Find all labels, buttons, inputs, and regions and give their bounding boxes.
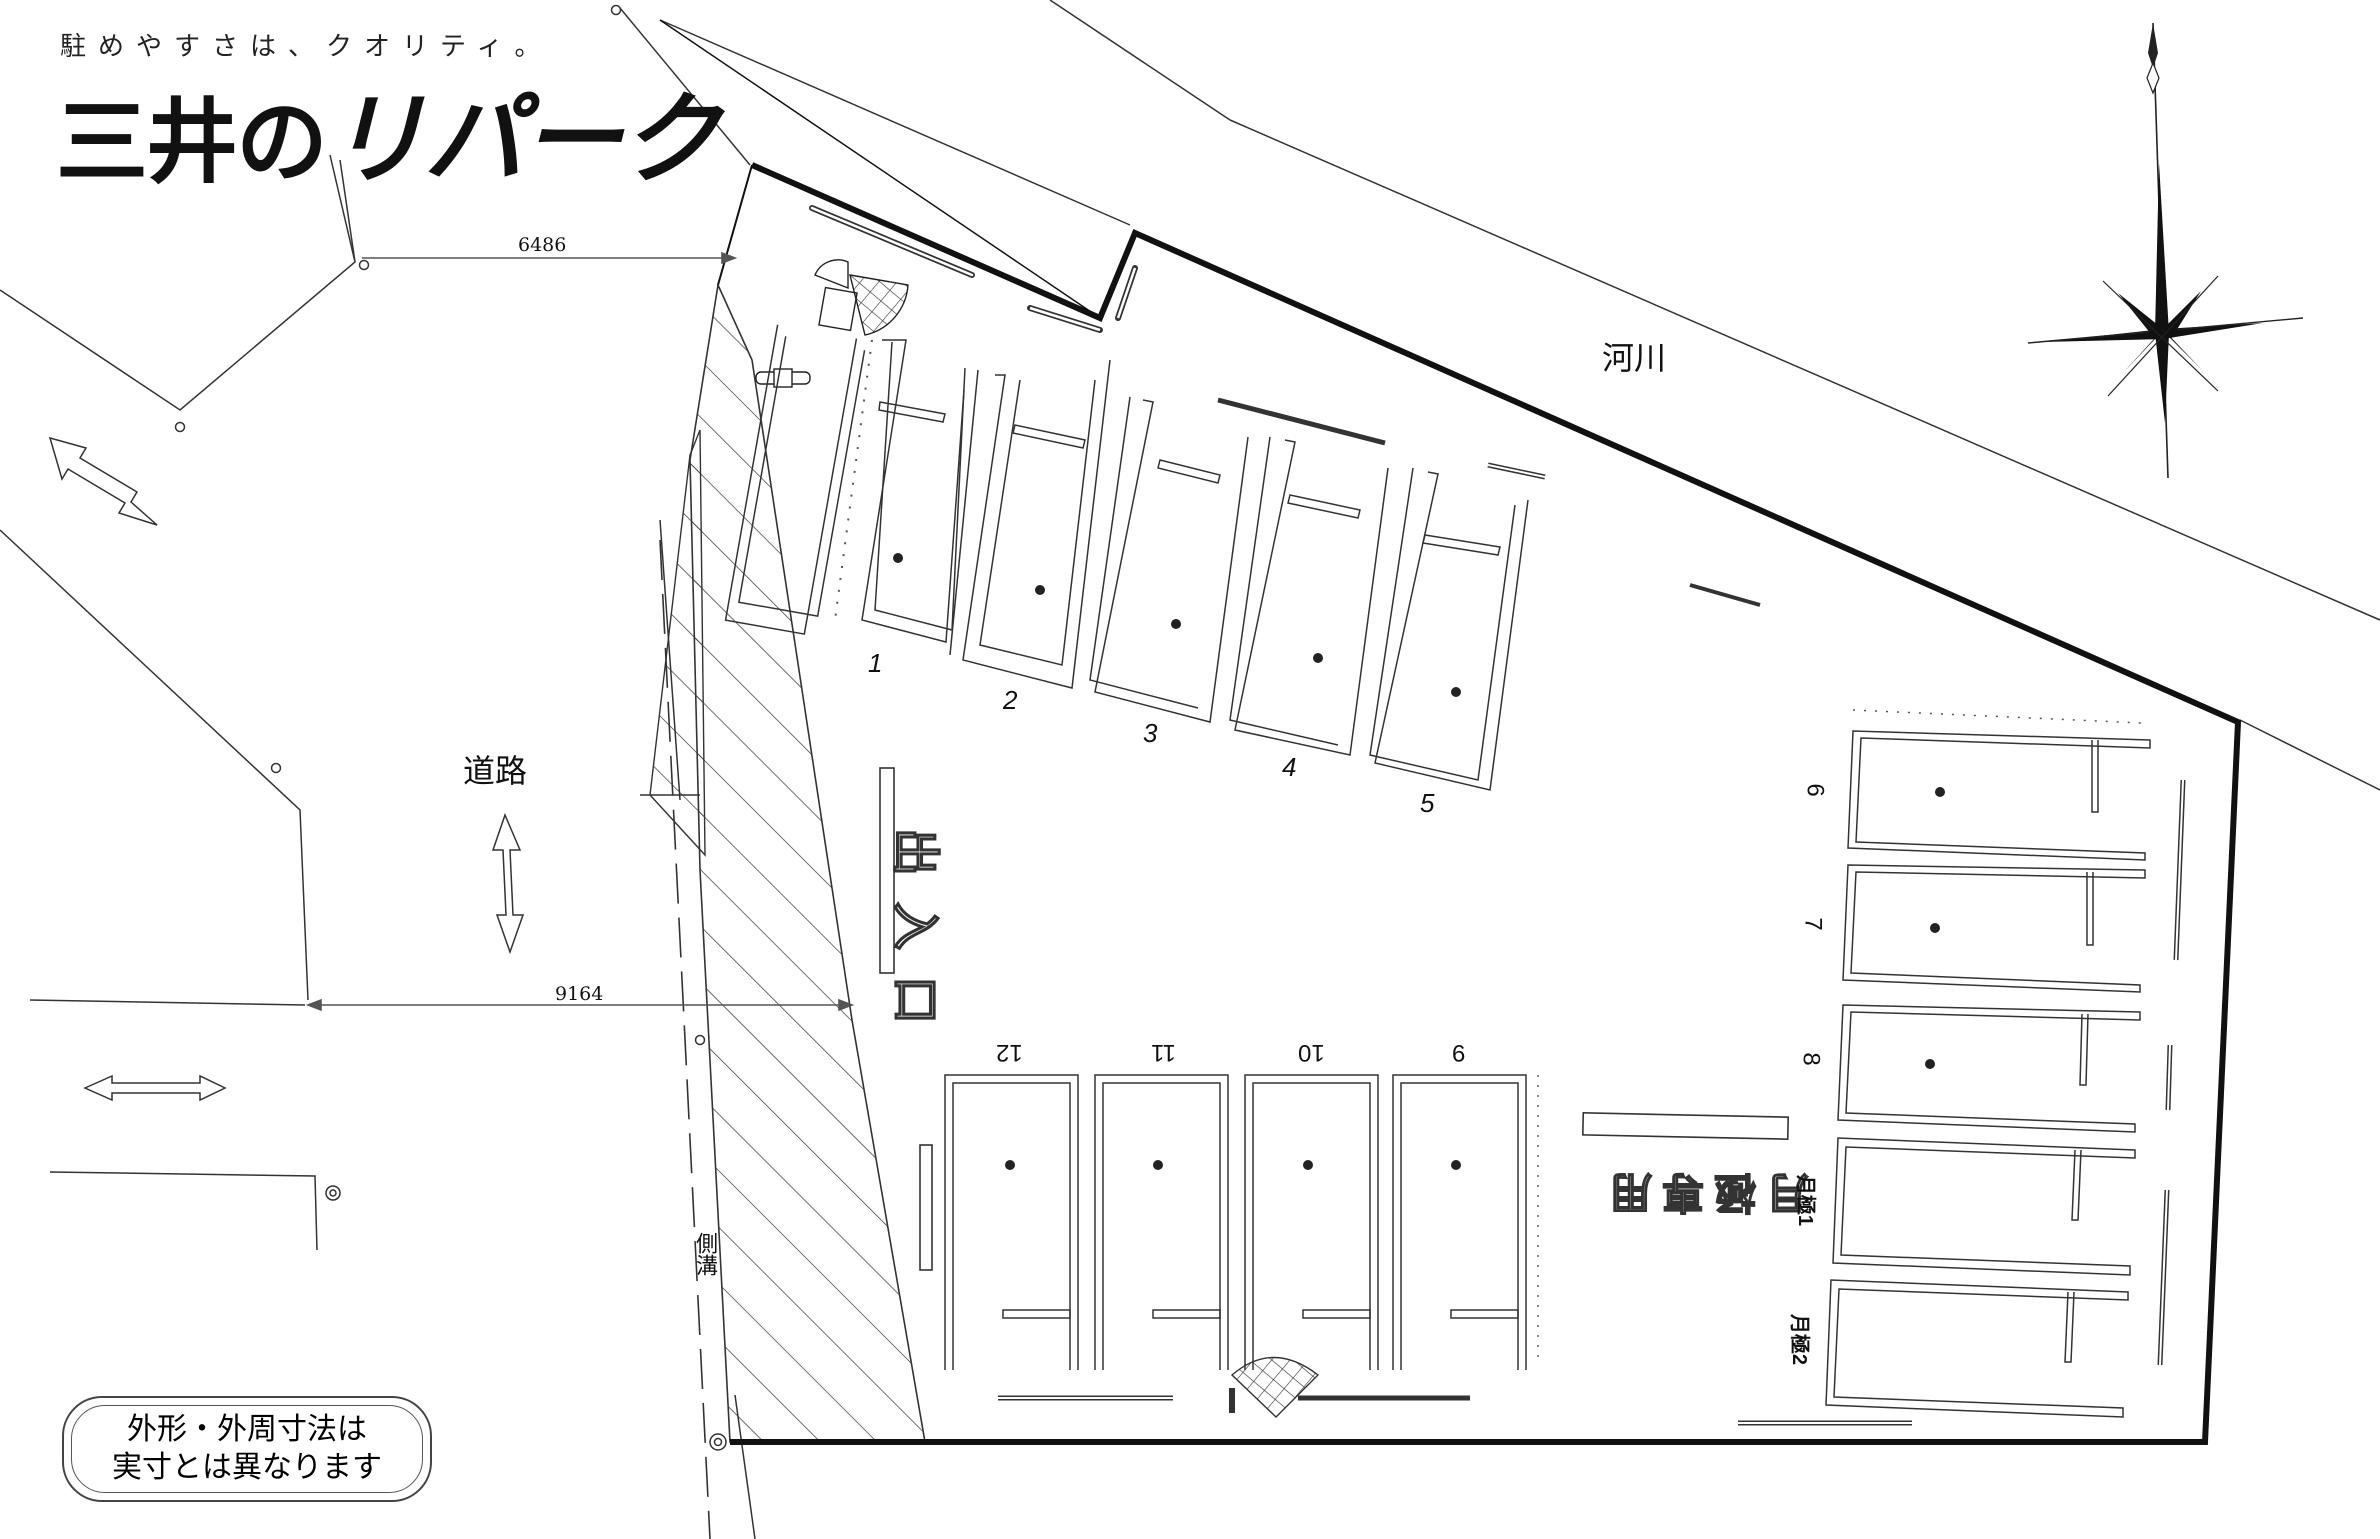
- space-label-4: 4: [1282, 752, 1297, 782]
- lot-edge-dotted-left: [834, 339, 873, 621]
- space-label-8: 8: [1797, 1052, 1825, 1066]
- angled-parking-row: [724, 324, 1529, 791]
- space-label-12: 12: [996, 1039, 1023, 1066]
- disclaimer-inner: 外形・外周寸法は 実寸とは異なります: [71, 1405, 423, 1493]
- disclaimer-box: 外形・外周寸法は 実寸とは異なります: [62, 1396, 432, 1502]
- space-label-3: 3: [1143, 718, 1158, 748]
- survey-markers: [174, 4, 727, 1451]
- brand-name-prefix: 三井の: [56, 89, 328, 196]
- brand-logo: 三井のリパーク: [56, 58, 720, 203]
- payment-machine-icon: [755, 259, 909, 388]
- space-label-7: 7: [1799, 917, 1827, 931]
- space-label-11: 11: [1151, 1039, 1176, 1066]
- space-label-monthly-2: 月極2: [1788, 1313, 1811, 1366]
- bottom-parking-row: [944, 1074, 1539, 1370]
- disclaimer-line-1: 外形・外周寸法は: [127, 1412, 367, 1447]
- setback-hatched-area-upper: [649, 429, 706, 857]
- space-label-9: 9: [1452, 1039, 1466, 1066]
- entrance-exit-marking: 出入口: [886, 827, 944, 1051]
- right-parking-column: [1825, 709, 2151, 1418]
- river-label: 河川: [1602, 339, 1667, 377]
- space-label-monthly-1: 月極1: [1794, 1174, 1817, 1227]
- dimension-top: 6486: [518, 234, 567, 256]
- two-way-arrow-icons: [48, 436, 525, 1102]
- brand-tagline: 駐めやすさは、クオリティ。: [60, 32, 553, 62]
- space-label-10: 10: [1298, 1039, 1325, 1066]
- dimension-bottom: 9164: [555, 983, 604, 1005]
- space-label-2: 2: [1003, 685, 1018, 715]
- space-label-5: 5: [1420, 788, 1435, 818]
- dimension-lines: [305, 251, 855, 1012]
- monthly-reserved-marking: 月極専用: [1599, 1167, 1809, 1218]
- lot-boundary: [659, 19, 2242, 1445]
- space-label-1: 1: [868, 648, 883, 678]
- disclaimer-line-2: 実寸とは異なります: [112, 1450, 382, 1485]
- flap-lock-icons: [893, 553, 1945, 1170]
- security-camera-icon: [1229, 1356, 1320, 1418]
- curb-stops: [809, 205, 2186, 1426]
- north-compass-icon: [2027, 22, 2304, 479]
- road-label: 道路: [463, 752, 528, 790]
- space-label-6: 6: [1801, 783, 1829, 797]
- side-ditch-label: 側溝: [692, 1232, 717, 1276]
- brand-name-main: リパーク: [326, 81, 720, 198]
